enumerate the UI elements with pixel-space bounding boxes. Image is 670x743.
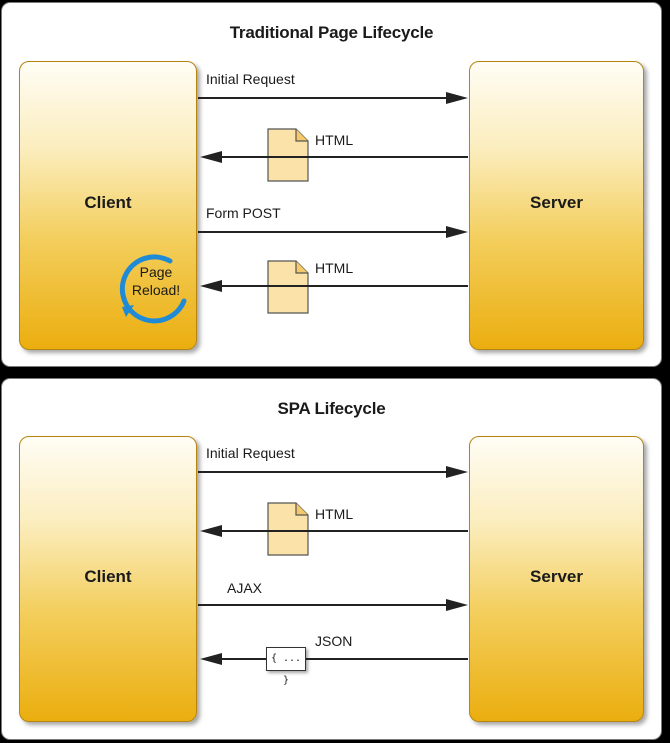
spa-server-box: Server xyxy=(469,436,644,722)
reload-label-line2: Reload! xyxy=(131,282,181,298)
traditional-html-arrow-1 xyxy=(220,156,468,158)
arrow-head-left-icon xyxy=(200,280,222,292)
json-icon: { ... } xyxy=(266,647,306,686)
traditional-html-arrow-2 xyxy=(220,285,468,287)
traditional-html-label-1: HTML xyxy=(315,132,354,148)
arrow-head-right-icon xyxy=(446,92,468,104)
document-icon xyxy=(266,127,310,183)
spa-client-box: Client xyxy=(19,436,197,722)
spa-client-label: Client xyxy=(84,567,132,586)
traditional-server-label: Server xyxy=(530,193,583,212)
arrow-head-left-icon xyxy=(200,525,222,537)
traditional-form-post-arrow xyxy=(198,231,450,233)
traditional-client-label: Client xyxy=(84,193,132,212)
reload-label: Page Reload! xyxy=(114,263,198,299)
document-icon xyxy=(266,259,310,315)
spa-title: SPA Lifecycle xyxy=(277,399,386,418)
spa-html-label: HTML xyxy=(315,506,354,522)
spa-initial-request-arrow xyxy=(198,471,450,473)
arrow-head-right-icon xyxy=(446,466,468,478)
traditional-title: Traditional Page Lifecycle xyxy=(229,23,434,42)
spa-json-label: JSON xyxy=(315,633,353,649)
arrow-head-right-icon xyxy=(446,599,468,611)
spa-initial-request-label: Initial Request xyxy=(206,445,295,461)
arrow-head-right-icon xyxy=(446,226,468,238)
reload-icon xyxy=(112,247,196,331)
spa-json-arrow-right-segment xyxy=(306,658,468,660)
arrow-head-left-icon xyxy=(200,151,222,163)
traditional-initial-request-label: Initial Request xyxy=(206,71,295,87)
spa-ajax-arrow xyxy=(198,604,450,606)
traditional-form-post-label: Form POST xyxy=(206,205,281,221)
traditional-initial-request-arrow xyxy=(198,97,450,99)
spa-server-label: Server xyxy=(530,567,583,586)
spa-html-arrow xyxy=(220,530,468,532)
traditional-html-label-2: HTML xyxy=(315,260,354,276)
spa-json-arrow-left-segment xyxy=(220,658,266,660)
spa-lifecycle-panel: SPA Lifecycle Client Server Initial Requ… xyxy=(1,378,662,740)
traditional-client-box: Client xyxy=(19,61,197,350)
traditional-lifecycle-panel: Traditional Page Lifecycle Client Server… xyxy=(1,2,662,367)
reload-label-line1: Page xyxy=(139,264,173,280)
traditional-server-box: Server xyxy=(469,61,644,350)
spa-ajax-label: AJAX xyxy=(227,580,263,596)
arrow-head-left-icon xyxy=(200,653,222,665)
document-icon xyxy=(266,501,310,557)
